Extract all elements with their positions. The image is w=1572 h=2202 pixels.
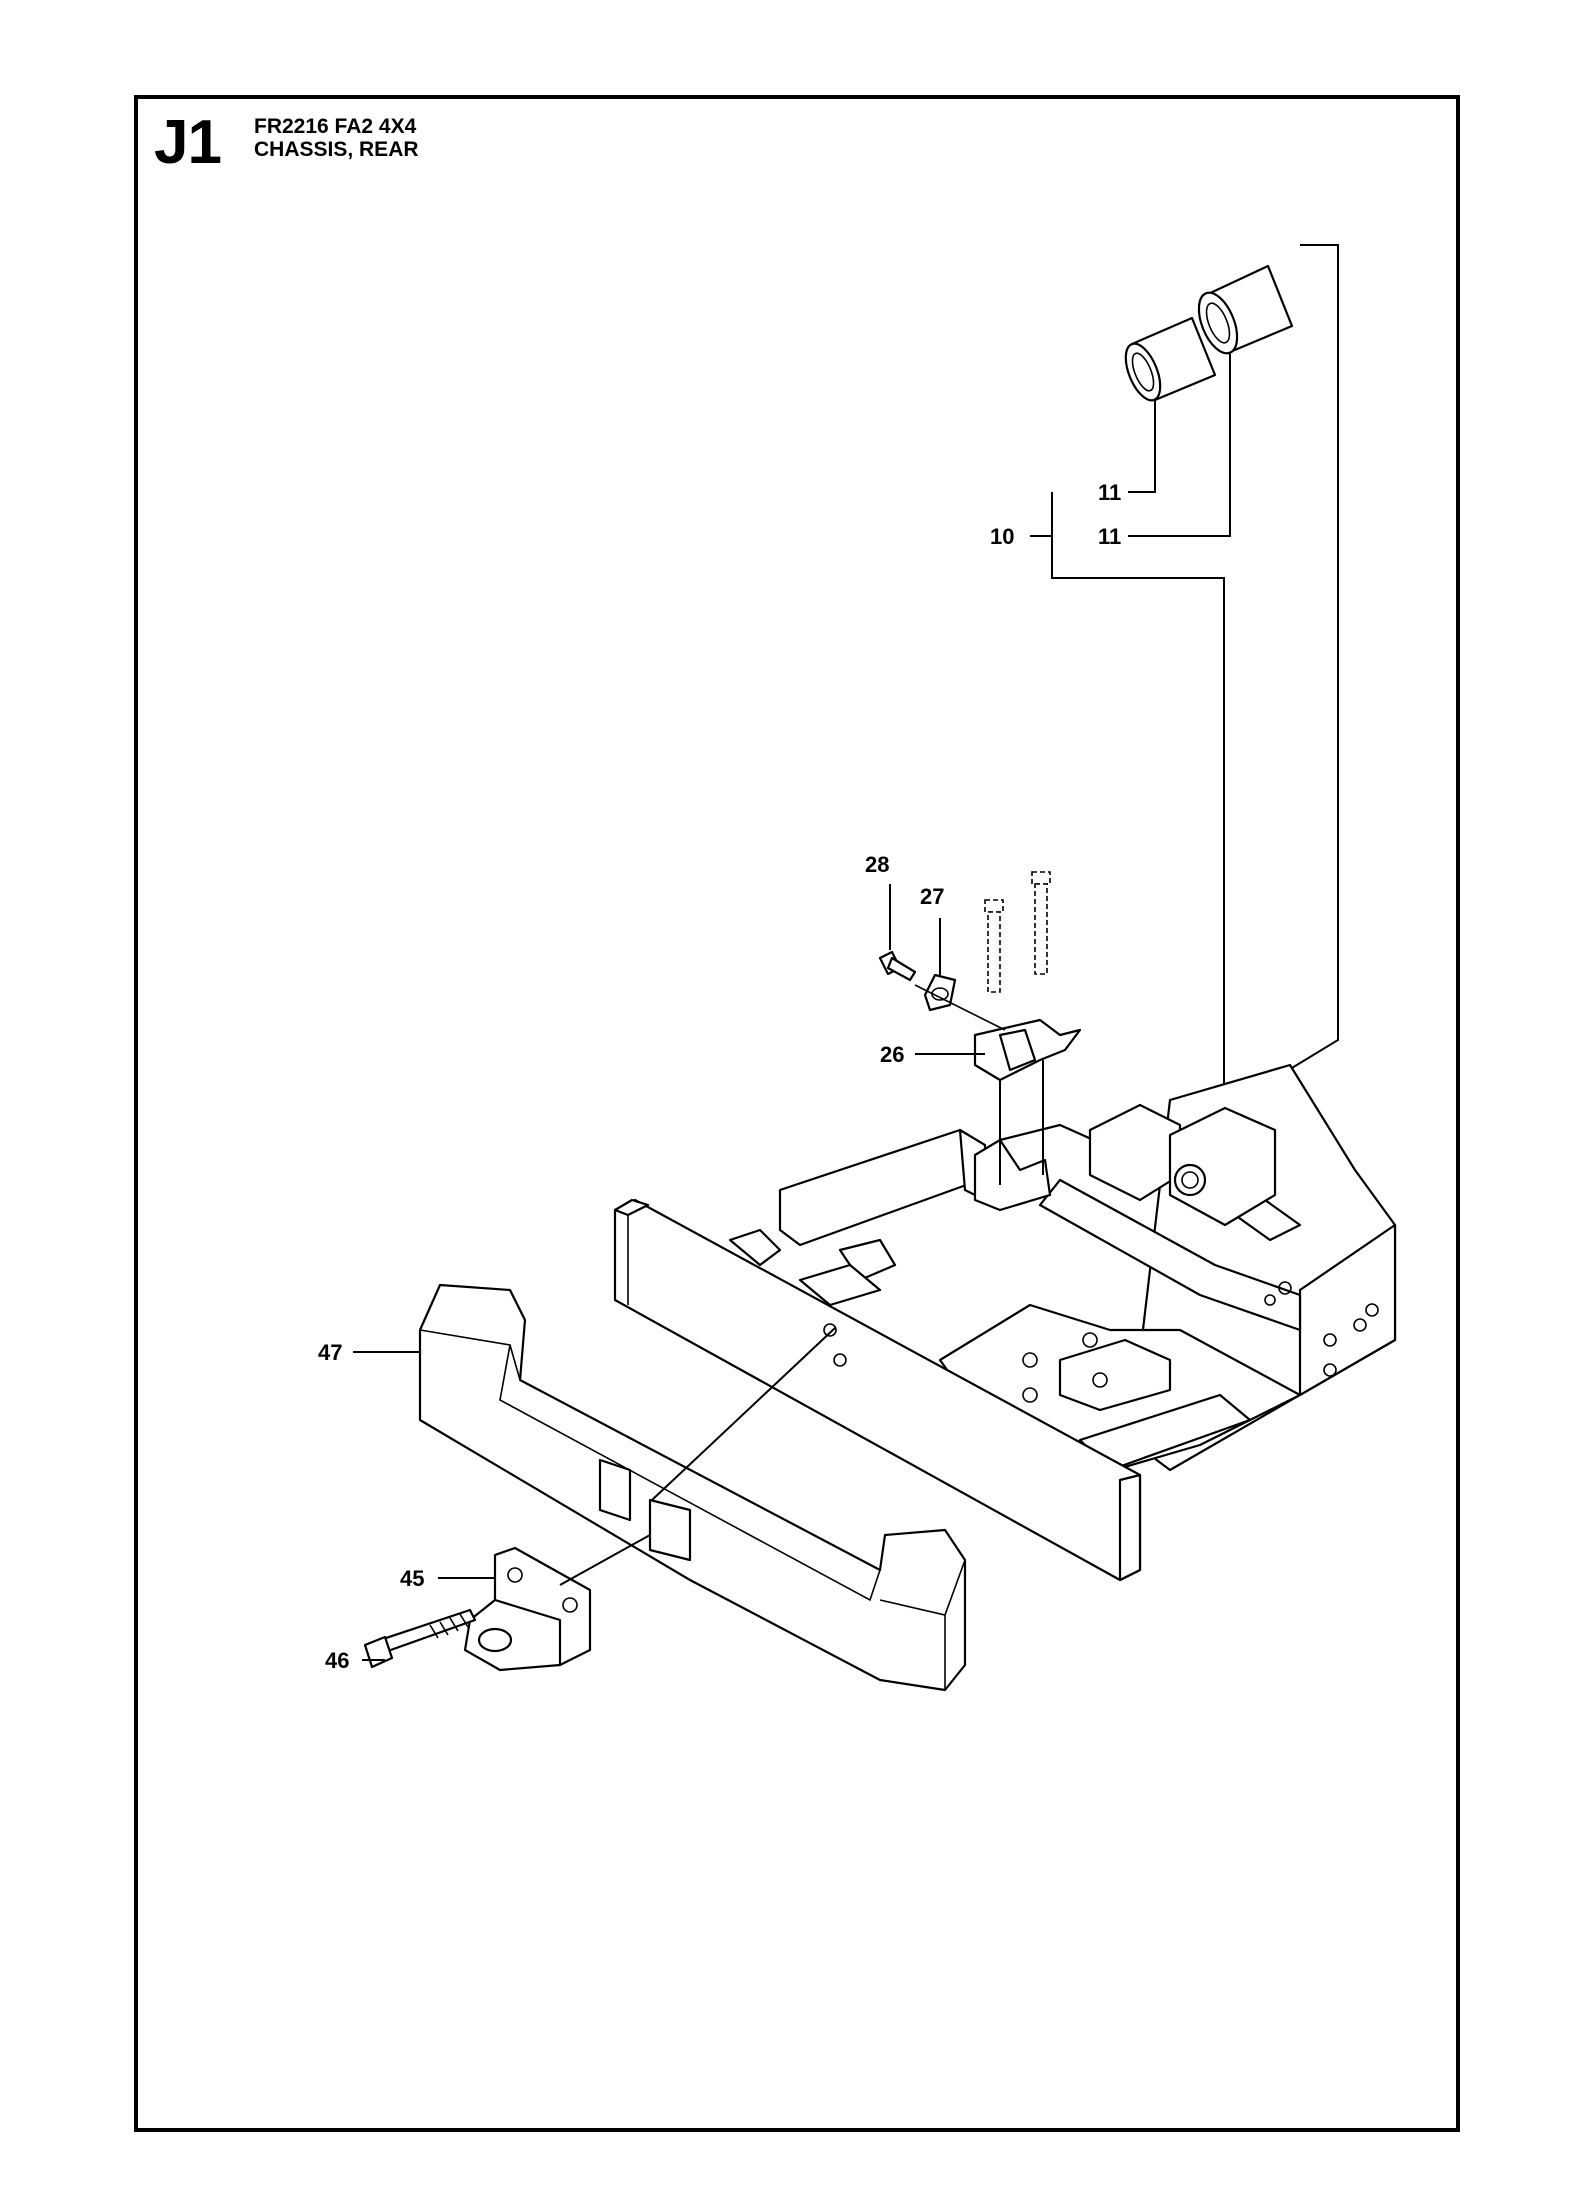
leader-lines-upper — [1030, 244, 1339, 1090]
callout-47: 47 — [318, 1340, 342, 1365]
callout-27: 27 — [920, 884, 944, 909]
callout-46: 46 — [325, 1648, 349, 1673]
callout-11a: 11 — [1098, 480, 1121, 505]
bushing-small — [1124, 316, 1217, 402]
hitch-plate — [463, 1546, 592, 1672]
bumper — [418, 1283, 967, 1692]
callout-45: 45 — [400, 1566, 424, 1591]
model-name: FR2216 FA2 4X4 — [254, 115, 417, 138]
callout-10: 10 — [990, 524, 1014, 549]
hitch-bolt — [363, 1608, 477, 1669]
leader-lines-lower — [353, 884, 985, 1661]
rear-beam — [613, 1198, 1142, 1582]
page-code: J1 — [154, 108, 222, 177]
callout-11b: 11 — [1098, 524, 1121, 549]
bushing-large — [1197, 264, 1294, 355]
section-title: CHASSIS, REAR — [254, 138, 419, 161]
bracket-assembly — [878, 871, 1082, 1185]
callout-28: 28 — [865, 852, 889, 877]
diagram-frame — [134, 95, 1460, 2132]
callout-26: 26 — [880, 1042, 904, 1067]
